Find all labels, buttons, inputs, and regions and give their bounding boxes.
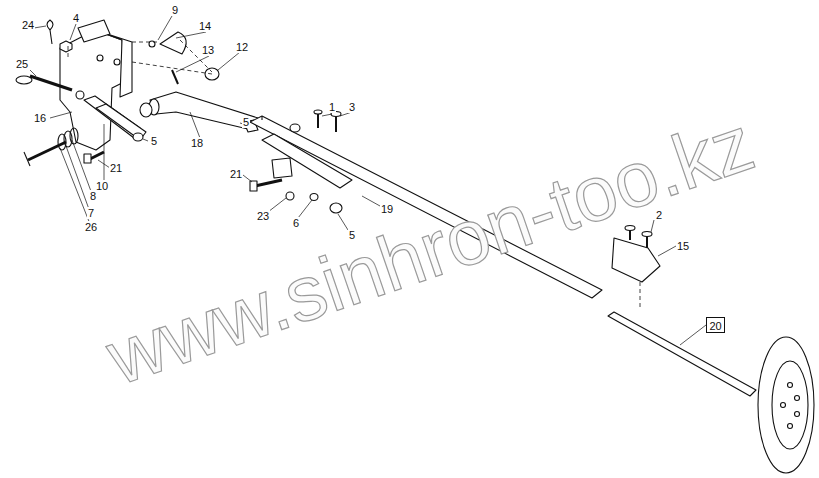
- callout-number: 23: [256, 210, 270, 222]
- callout-number: 4: [72, 12, 80, 24]
- callout-number: 14: [198, 20, 212, 32]
- callout-number: 5: [150, 135, 158, 147]
- callout-number: 16: [33, 112, 47, 124]
- callout-number: 6: [292, 217, 300, 229]
- callout-number: 25: [15, 58, 29, 70]
- callout-number: 8: [89, 190, 97, 202]
- callout-number: 26: [84, 221, 98, 233]
- callout-number: 1: [328, 101, 336, 113]
- callout-number: 3: [348, 101, 356, 113]
- callout-number: 9: [171, 4, 179, 16]
- callout-number: 24: [21, 19, 35, 31]
- callout-number: 15: [676, 240, 690, 252]
- callout-number: 7: [87, 207, 95, 219]
- callout-number: 21: [229, 168, 243, 180]
- callout-number: 21: [109, 162, 123, 174]
- callout-number: 18: [190, 137, 204, 149]
- callout-number: 20: [710, 320, 721, 332]
- callout-number: 19: [380, 203, 394, 215]
- callout-box: 20: [706, 317, 725, 333]
- callout-number: 5: [242, 116, 250, 128]
- callout-number: 13: [201, 44, 215, 56]
- callout-number: 12: [235, 41, 249, 53]
